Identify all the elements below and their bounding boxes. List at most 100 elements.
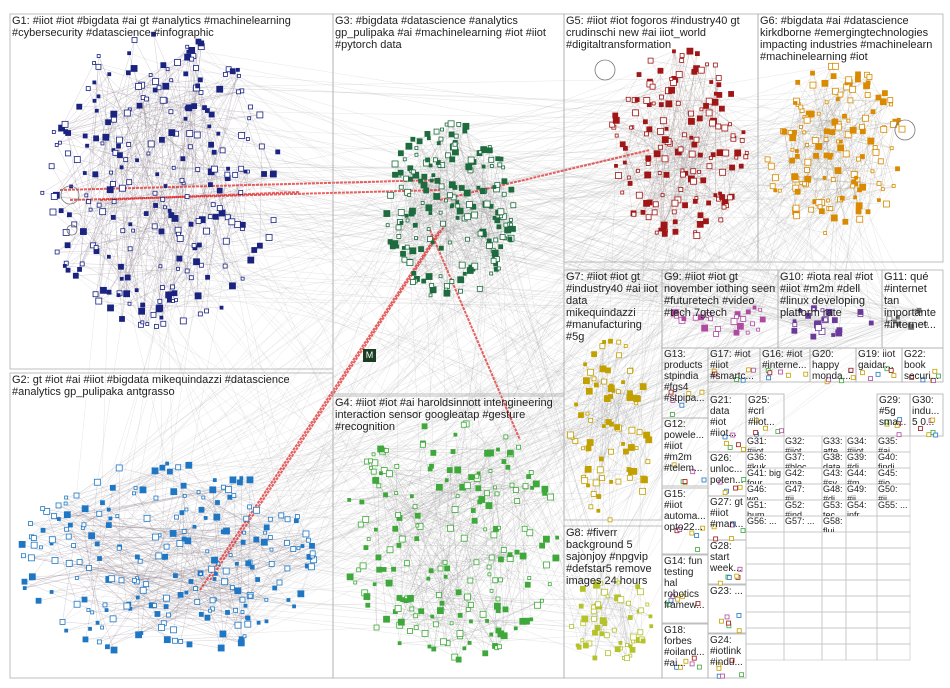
network-node <box>216 561 221 566</box>
network-node <box>96 510 103 517</box>
network-node <box>105 644 110 650</box>
network-node <box>632 109 639 117</box>
network-node <box>64 242 71 249</box>
group-box-small <box>845 595 878 613</box>
network-node <box>82 133 88 139</box>
network-node <box>203 227 210 235</box>
network-node <box>191 103 198 109</box>
network-node <box>186 641 193 648</box>
edge-line <box>389 473 434 650</box>
edge-line <box>94 62 826 234</box>
edge-line <box>46 511 78 605</box>
network-node <box>264 597 269 602</box>
edge-line <box>163 65 233 286</box>
edge-line <box>401 499 482 623</box>
network-node <box>210 202 216 208</box>
network-node <box>284 539 290 546</box>
edge-line <box>119 139 453 206</box>
edge-line <box>234 118 250 175</box>
edge-line <box>671 78 692 122</box>
edge-line <box>200 79 858 575</box>
edge-line <box>444 453 488 563</box>
edge-line <box>119 133 190 294</box>
network-node <box>396 233 402 239</box>
edge-line <box>111 122 835 579</box>
edge-line <box>104 318 824 606</box>
network-node <box>30 541 38 549</box>
network-node <box>663 171 670 178</box>
network-node <box>453 432 458 437</box>
edge-line <box>128 603 208 618</box>
network-node <box>698 152 703 158</box>
network-node <box>159 96 167 104</box>
edge-line <box>375 310 920 481</box>
edge-line <box>102 502 242 640</box>
edge-line <box>413 216 468 274</box>
edge-line <box>31 220 408 537</box>
network-node <box>870 169 875 174</box>
network-node <box>245 137 250 141</box>
network-node <box>719 168 727 176</box>
network-node <box>675 596 681 602</box>
network-node <box>263 524 270 531</box>
network-node <box>428 211 433 215</box>
edge-line <box>158 207 166 309</box>
network-node <box>495 596 501 602</box>
edge-line <box>139 105 161 302</box>
edge-line <box>186 88 197 271</box>
network-node <box>67 522 73 528</box>
edge-line <box>218 133 519 448</box>
edge-line <box>64 180 183 267</box>
edge-line <box>451 151 456 282</box>
edge-line <box>833 91 836 180</box>
edge-line <box>679 74 827 132</box>
edge-line <box>494 621 527 647</box>
network-node <box>697 66 705 74</box>
edge-line <box>88 88 184 322</box>
network-node <box>186 130 194 138</box>
edge-line <box>429 190 485 240</box>
network-node <box>126 179 133 186</box>
edge-line <box>485 147 491 205</box>
edge-line <box>652 86 805 133</box>
edge-line <box>76 471 171 579</box>
edge-line <box>126 43 202 294</box>
network-node <box>431 173 436 178</box>
edge-line <box>294 606 416 616</box>
edge-line <box>491 326 912 635</box>
network-node <box>462 122 470 130</box>
network-node <box>430 240 435 245</box>
edge-line <box>452 182 802 206</box>
network-node <box>822 176 827 180</box>
edge-line <box>224 317 899 582</box>
network-node <box>717 580 723 586</box>
edge-line <box>250 122 713 597</box>
edge-line <box>92 323 899 613</box>
network-node <box>212 213 219 220</box>
network-node <box>541 485 549 493</box>
network-node <box>627 615 633 620</box>
network-node <box>71 221 78 228</box>
edge-line <box>541 124 894 601</box>
edge-line <box>191 50 270 238</box>
network-node <box>695 601 701 606</box>
network-node <box>792 204 800 212</box>
network-node <box>679 402 685 408</box>
edge-line <box>421 116 845 612</box>
edge-line <box>56 195 175 294</box>
network-node <box>649 83 656 90</box>
edge-line <box>110 307 543 601</box>
network-node <box>492 577 499 584</box>
network-node <box>792 319 797 324</box>
edge-line <box>700 104 892 156</box>
edge-line <box>141 85 198 312</box>
network-node <box>602 424 606 428</box>
network-node <box>722 149 730 157</box>
edge-line <box>477 478 572 627</box>
network-node <box>539 542 546 549</box>
network-node <box>850 183 856 189</box>
edge-line <box>82 527 236 611</box>
edge-line <box>59 122 109 143</box>
edge-line <box>202 158 859 220</box>
network-node <box>592 629 598 636</box>
